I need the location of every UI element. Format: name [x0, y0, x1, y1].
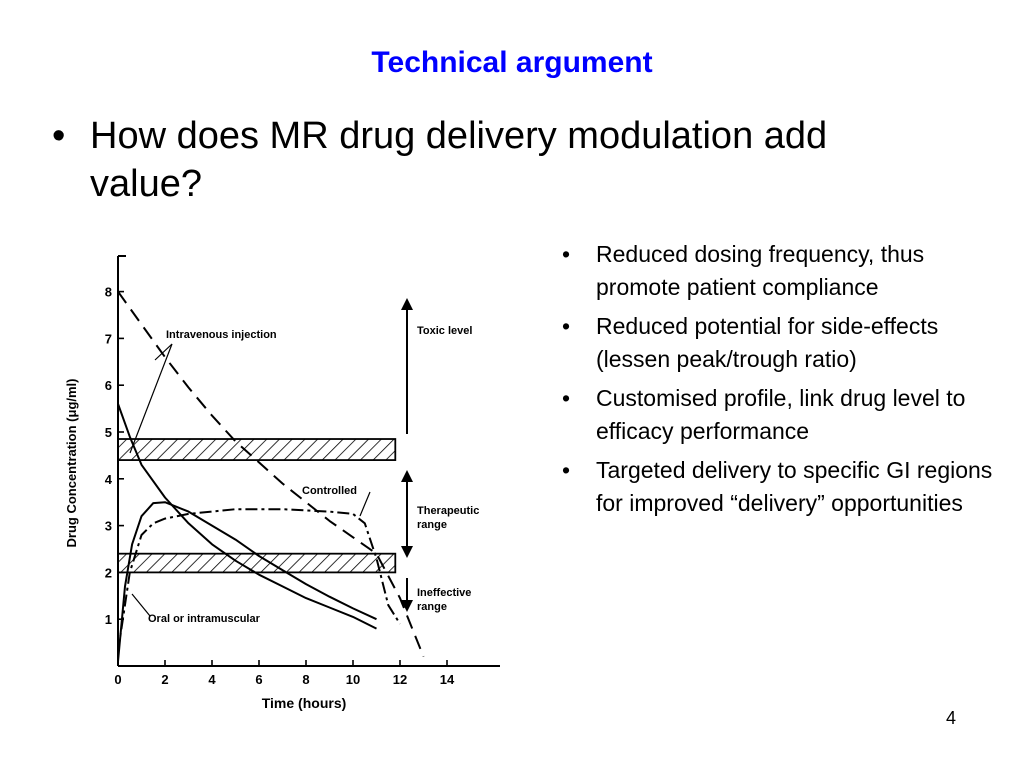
- side-bullet-text: Customised profile, link drug level to e…: [596, 385, 966, 444]
- page-number: 4: [946, 708, 957, 728]
- bullet-dot: •: [52, 115, 66, 157]
- toxic-arrow-head: [401, 298, 413, 310]
- side-bullet-text: Reduced potential for side-effects (less…: [596, 313, 939, 372]
- hatched-band: [117, 552, 397, 574]
- y-axis-label: Drug Concentration (μg/ml): [64, 379, 79, 548]
- x-axis-label: Time (hours): [262, 695, 347, 711]
- series-line: [117, 291, 425, 657]
- iv-label-pointer: [154, 343, 173, 361]
- controlled-curve-label: Controlled: [302, 485, 357, 497]
- side-bullet-item: • Customised profile, link drug level to …: [560, 382, 1000, 448]
- bands-layer: [117, 438, 397, 574]
- side-bullet-item: • Reduced dosing frequency, thus promote …: [560, 238, 1000, 304]
- x-tick-label: 2: [161, 672, 168, 687]
- toxic-level-label: Toxic level: [417, 325, 472, 337]
- series-layer: [117, 291, 425, 662]
- x-tick-label: 10: [346, 672, 360, 687]
- side-bullet-text: Targeted delivery to specific GI regions…: [596, 457, 993, 516]
- iv-curve-label: Intravenous injection: [166, 329, 277, 341]
- bullet-dot: •: [562, 385, 571, 411]
- side-bullet-item: • Reduced potential for side-effects (les…: [560, 310, 1000, 376]
- x-tick-label: 6: [255, 672, 262, 687]
- y-tick-label: 7: [105, 331, 112, 346]
- y-tick-label: 6: [105, 378, 112, 393]
- series-line: [117, 508, 401, 653]
- y-tick-label: 4: [105, 472, 113, 487]
- bullet-dot: •: [562, 457, 571, 483]
- x-tick-label: 14: [440, 672, 455, 687]
- x-tick-label: 4: [208, 672, 216, 687]
- bullet-dot: •: [562, 313, 571, 339]
- bullet-dot: •: [562, 241, 571, 267]
- series-line: [117, 403, 377, 630]
- oral-curve-label: Oral or intramuscular: [148, 613, 261, 625]
- iv-label-pointer-2: [129, 343, 173, 454]
- x-tick-label: 12: [393, 672, 407, 687]
- main-bullet-text: How does MR drug delivery modulation add…: [90, 115, 828, 205]
- slide-title: Technical argument: [371, 46, 653, 79]
- y-tick-label: 8: [105, 285, 112, 300]
- y-tick-label: 3: [105, 519, 112, 534]
- therapeutic-arrow-head-up: [401, 470, 413, 482]
- range-arrows: [401, 298, 413, 612]
- ineffective-arrow-head: [401, 600, 413, 612]
- series-line: [117, 501, 377, 662]
- therapeutic-arrow-head-down: [401, 546, 413, 558]
- x-tick-label: 8: [302, 672, 309, 687]
- y-tick-label: 5: [105, 425, 112, 440]
- oral-label-pointer: [131, 593, 151, 617]
- hatched-band: [117, 438, 397, 461]
- y-tick-label: 1: [105, 612, 112, 627]
- side-bullet-list: • Reduced dosing frequency, thus promote …: [560, 238, 1000, 526]
- x-tick-label: 0: [114, 672, 121, 687]
- side-bullet-text: Reduced dosing frequency, thus promote p…: [596, 241, 925, 300]
- y-tick-label: 2: [105, 565, 112, 580]
- controlled-label-pointer: [359, 491, 371, 517]
- side-bullet-item: • Targeted delivery to specific GI region…: [560, 454, 1000, 520]
